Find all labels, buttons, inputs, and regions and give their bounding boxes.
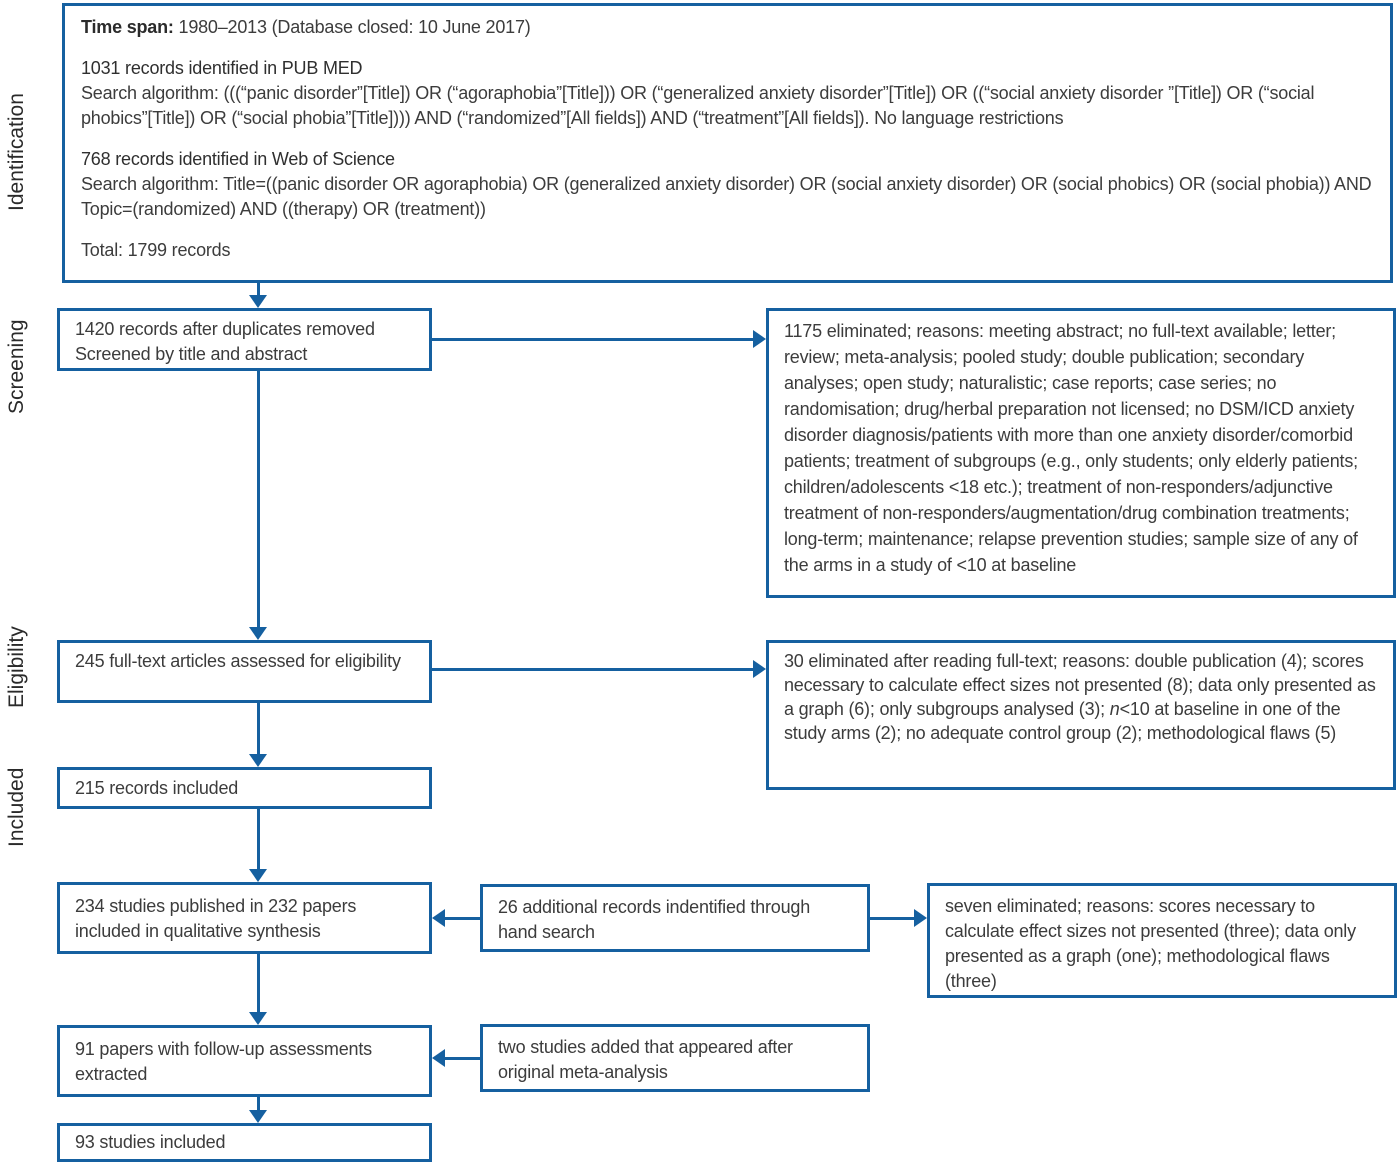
- screening-box-text: 1420 records after duplicates removed Sc…: [75, 319, 375, 364]
- hand-search-exclusions-text: seven eliminated; reasons: scores necess…: [945, 896, 1356, 991]
- stage-label-identification: Identification: [5, 93, 28, 212]
- eligibility-exclusions-text-pre: 30 eliminated after reading full-text; r…: [784, 651, 1376, 719]
- qualitative-synthesis-text: 234 studies published in 232 papers incl…: [75, 896, 357, 941]
- arrow-followup-to-final: [249, 1097, 267, 1123]
- stage-label-included: Included: [5, 767, 28, 848]
- arrow-handsearch-to-exclusions: [870, 909, 927, 927]
- arrow-qualitative-to-followup: [249, 954, 267, 1025]
- time-span-label: Time span:: [81, 17, 174, 37]
- screening-box: 1420 records after duplicates removed Sc…: [57, 308, 432, 371]
- qualitative-synthesis-box: 234 studies published in 232 papers incl…: [57, 882, 432, 954]
- screening-exclusions-text: 1175 eliminated; reasons: meeting abstra…: [784, 321, 1358, 575]
- stage-label-screening: Screening: [5, 319, 28, 415]
- time-span-line: Time span: 1980–2013 (Database closed: 1…: [81, 15, 1374, 40]
- pubmed-heading: 1031 records identified in PUB MED: [81, 58, 363, 78]
- eligibility-exclusions-box: 30 eliminated after reading full-text; r…: [766, 640, 1396, 790]
- eligibility-box-text: 245 full-text articles assessed for elig…: [75, 651, 401, 671]
- arrow-eligibility-to-records-included: [249, 703, 267, 767]
- records-included-box: 215 records included: [57, 767, 432, 809]
- final-included-text: 93 studies included: [75, 1132, 226, 1152]
- identification-box: Time span: 1980–2013 (Database closed: 1…: [62, 3, 1393, 283]
- arrow-added-to-followup: [432, 1049, 480, 1067]
- arrow-handsearch-to-qualitative: [432, 909, 480, 927]
- wos-heading: 768 records identified in Web of Science: [81, 149, 395, 169]
- hand-search-box: 26 additional records indentified throug…: [480, 884, 870, 952]
- hand-search-text: 26 additional records indentified throug…: [498, 897, 811, 942]
- arrow-screening-to-exclusions: [432, 330, 766, 348]
- eligibility-exclusions-text-post: <10 at baseline in one of the study arms…: [784, 699, 1341, 743]
- wos-search-text: Search algorithm: Title=((panic disorder…: [81, 174, 1372, 219]
- arrow-identification-to-screening: [249, 283, 267, 308]
- records-included-text: 215 records included: [75, 778, 239, 798]
- eligibility-box: 245 full-text articles assessed for elig…: [57, 640, 432, 703]
- followup-box: 91 papers with follow-up assessments ext…: [57, 1025, 432, 1097]
- arrow-records-to-qualitative: [249, 809, 267, 882]
- followup-text: 91 papers with follow-up assessments ext…: [75, 1039, 372, 1084]
- screening-exclusions-box: 1175 eliminated; reasons: meeting abstra…: [766, 308, 1396, 598]
- time-span-value: 1980–2013 (Database closed: 10 June 2017…: [173, 17, 531, 37]
- eligibility-exclusions-italic-n: n: [1109, 699, 1120, 719]
- total-records-text: Total: 1799 records: [81, 240, 231, 260]
- final-included-box: 93 studies included: [57, 1123, 432, 1162]
- added-studies-text: two studies added that appeared after or…: [498, 1037, 793, 1082]
- arrow-screening-to-eligibility: [249, 371, 267, 640]
- stage-label-eligibility: Eligibility: [5, 626, 28, 709]
- hand-search-exclusions-box: seven eliminated; reasons: scores necess…: [927, 883, 1397, 998]
- added-studies-box: two studies added that appeared after or…: [480, 1024, 870, 1092]
- pubmed-search-text: Search algorithm: (((“panic disorder”[Ti…: [81, 83, 1315, 128]
- arrow-eligibility-to-exclusions: [432, 660, 766, 678]
